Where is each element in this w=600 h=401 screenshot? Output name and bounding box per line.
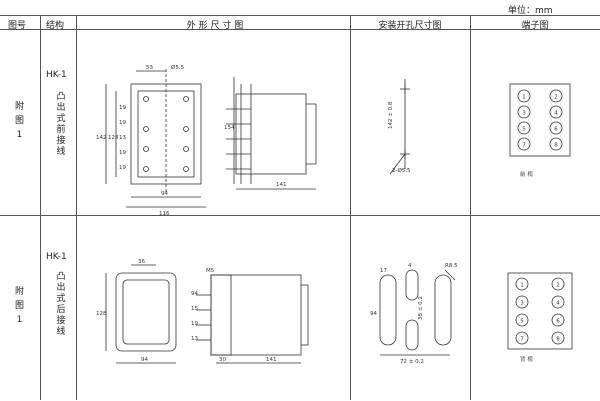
terminal-label: 8 [556,337,560,343]
row-divider [0,215,600,216]
svg-text:142 ± 0.8: 142 ± 0.8 [388,101,394,129]
svg-text:128: 128 [108,135,119,141]
terminal-circle [549,89,563,103]
terminal-label: 4 [554,111,558,117]
header-fig: 图号 [8,21,27,31]
svg-text:53: 53 [146,65,153,71]
svg-text:Ø5.5: Ø5.5 [171,64,185,71]
terminal-circle [549,137,563,151]
terminal-diagram-front: 1 2 3 4 5 6 7 8 前 视 [509,83,571,178]
col-divider [40,15,41,400]
svg-text:36: 36 [138,259,145,265]
svg-text:19: 19 [119,105,126,111]
svg-text:19: 19 [119,165,126,171]
svg-text:R8.5: R8.5 [445,263,458,269]
terminal-label: 1 [522,95,526,101]
svg-text:13: 13 [119,135,126,141]
svg-text:15: 15 [191,306,198,312]
terminal-circle [517,121,531,135]
terminal-label: 8 [554,143,558,149]
col-divider [350,15,351,400]
terminal-label: 3 [520,301,524,307]
terminal-circle [551,277,565,291]
svg-text:128: 128 [96,311,107,317]
terminal-circle [515,313,529,327]
terminal-circle [515,331,529,345]
terminal-label: 3 [522,111,526,117]
terminal-circle [549,121,563,135]
terminal-label: 6 [556,319,560,325]
svg-text:前 视: 前 视 [520,170,533,178]
svg-text:141: 141 [276,182,287,188]
terminal-label: 2 [554,95,558,101]
spec-table [0,15,600,401]
unit-label: 单位：mm [508,6,553,16]
terminal-label: 4 [556,301,560,307]
terminal-circle [551,313,565,327]
col-divider [470,15,471,400]
svg-text:背 视: 背 视 [520,355,533,363]
header-mount: 安装开孔尺寸图 [378,21,442,31]
col-divider [76,15,77,400]
svg-text:17: 17 [380,268,387,274]
terminal-circle [517,137,531,151]
terminal-diagram-rear: 1 2 3 4 5 6 7 8 背 视 [507,272,573,363]
svg-text:M5: M5 [206,268,215,274]
terminal-circle [517,105,531,119]
header-divider [0,29,600,30]
svg-text:94: 94 [370,311,377,317]
header-struct: 结构 [46,21,65,31]
svg-text:38 ± 0.2: 38 ± 0.2 [418,296,424,320]
svg-text:72 ± 0.2: 72 ± 0.2 [400,359,424,365]
svg-text:142: 142 [96,135,107,141]
header-outline: 外 形 尺 寸 图 [186,21,244,31]
structure-desc: 凸出式后接线 [56,272,66,337]
terminal-circle [515,295,529,309]
svg-text:19: 19 [119,150,126,156]
svg-text:2-Ø5.5: 2-Ø5.5 [392,167,411,174]
terminal-circle [549,105,563,119]
svg-text:154: 154 [224,125,235,131]
terminal-circle [517,89,531,103]
svg-text:94: 94 [141,357,148,363]
terminal-label: 1 [520,283,524,289]
svg-text:19: 19 [119,120,126,126]
header-terminal: 端子图 [521,21,549,31]
svg-text:13: 13 [191,336,198,342]
terminal-label: 5 [520,319,524,325]
terminal-label: 7 [520,337,524,343]
svg-text:4: 4 [408,263,412,269]
mount-drawing-front: 142 ± 0.8 2-Ø5.5 [388,79,411,175]
terminal-label: 6 [554,127,558,133]
svg-text:94: 94 [191,291,198,297]
svg-text:19: 19 [191,321,198,327]
mount-drawing-rear: 17 4 94 38 ± 0.2 R8.5 72 ± 0.2 [370,263,458,365]
svg-text:94: 94 [161,191,168,197]
terminal-label: 2 [556,283,560,289]
terminal-circle [515,277,529,291]
svg-text:30: 30 [219,357,226,363]
svg-text:141: 141 [266,357,277,363]
terminal-label: 7 [522,143,526,149]
model-label: HK-1 [46,70,67,80]
structure-desc: 凸出式前接线 [56,92,66,157]
terminal-label: 5 [522,127,526,133]
model-label: HK-1 [46,252,67,262]
terminal-circle [551,295,565,309]
outline-drawing-rear: 36 128 M5 94 15 19 13 94 30 141 [96,259,309,364]
outline-drawing-front: 53 Ø5.5 142 128 19 19 13 19 19 94 116 15… [96,64,317,217]
svg-text:116: 116 [159,211,170,217]
terminal-circle [551,331,565,345]
